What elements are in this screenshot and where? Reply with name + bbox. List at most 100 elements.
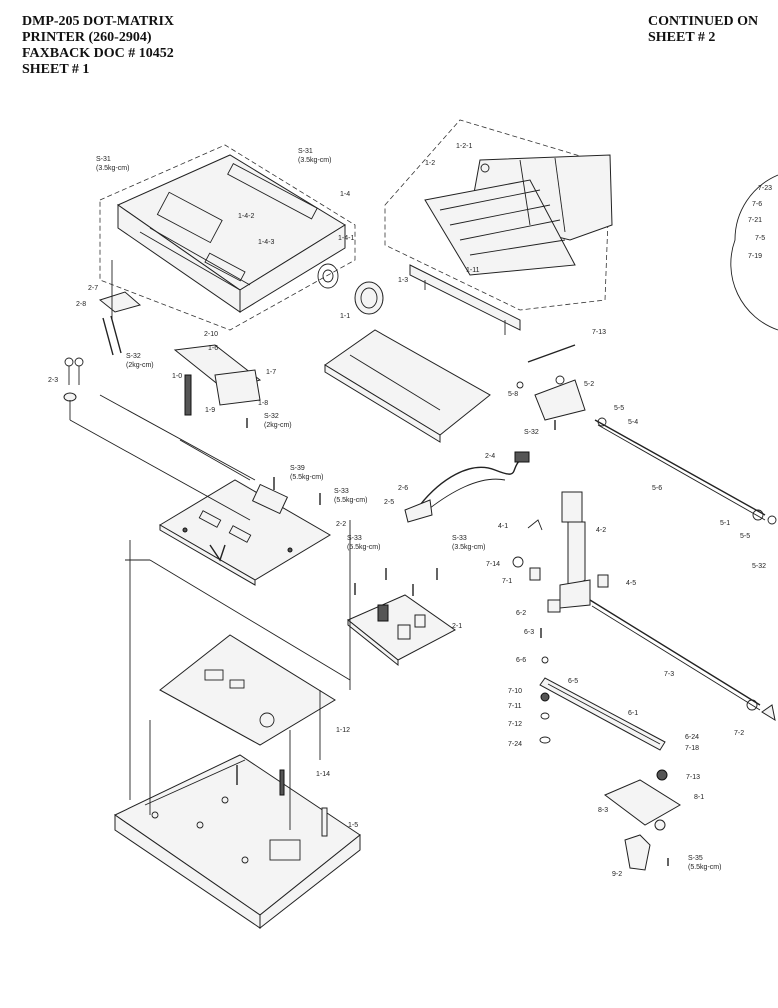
callout-5-5: 5-5 bbox=[614, 405, 624, 412]
callout-s33-psu-right-torque: (3.5kg-cm) bbox=[452, 544, 485, 551]
callout-1-3: 1-3 bbox=[398, 277, 408, 284]
callout-7-23: 7-23 bbox=[758, 185, 772, 192]
paper-guide-assembly bbox=[384, 119, 613, 311]
callout-s32-right: S-32 bbox=[524, 429, 539, 436]
callout-2-1: 2-1 bbox=[452, 623, 462, 630]
callout-6-5: 6-5 bbox=[568, 678, 578, 685]
callout-s39-torque: (5.5kg-cm) bbox=[290, 474, 323, 481]
callout-7-11: 7-11 bbox=[508, 703, 522, 710]
callout-1-6: 1-6 bbox=[208, 345, 218, 352]
continuation-line-2: SHEET # 2 bbox=[648, 30, 716, 45]
callout-1-0: 1-0 bbox=[172, 373, 182, 380]
callout-7-18: 7-18 bbox=[685, 745, 699, 752]
callout-5-6: 5-6 bbox=[652, 485, 662, 492]
carriage-shaft-assembly bbox=[512, 174, 778, 871]
callout-2-4: 2-4 bbox=[485, 453, 495, 460]
callout-s33-board-torque: (5.5kg-cm) bbox=[334, 497, 367, 504]
callout-7-2: 7-2 bbox=[734, 730, 744, 737]
callout-s31-left-torque: (3.5kg-cm) bbox=[96, 165, 129, 172]
callout-2-8: 2-8 bbox=[76, 301, 86, 308]
callout-7-13-gear: 7-13 bbox=[686, 774, 700, 781]
access-cover bbox=[324, 329, 491, 443]
title-line-sheet: SHEET # 1 bbox=[22, 62, 90, 77]
callout-7-14: 7-14 bbox=[486, 561, 500, 568]
callout-6-24: 6-24 bbox=[685, 734, 699, 741]
continuation-note: CONTINUED ON SHEET # 2 bbox=[648, 14, 758, 46]
power-cable bbox=[404, 451, 530, 523]
callout-s39: S-39 bbox=[290, 465, 305, 472]
sheet-title-block: DMP-205 DOT-MATRIX PRINTER (260-2904) FA… bbox=[22, 14, 174, 78]
callout-1-4-1: 1-4-1 bbox=[338, 235, 354, 242]
title-line-faxback: FAXBACK DOC # 10452 bbox=[22, 46, 174, 61]
bottom-case bbox=[114, 754, 361, 930]
callout-1-14: 1-14 bbox=[316, 771, 330, 778]
callout-6-3: 6-3 bbox=[524, 629, 534, 636]
assembly-leader-lines bbox=[69, 260, 351, 830]
title-line-model: DMP-205 DOT-MATRIX bbox=[22, 14, 175, 29]
callout-7-5: 7-5 bbox=[755, 235, 765, 242]
callout-1-11: 1-11 bbox=[466, 267, 480, 274]
callout-1-5: 1-5 bbox=[348, 822, 358, 829]
callout-s33-board: S-33 bbox=[334, 488, 349, 495]
callout-s33-psu-left: S-33 bbox=[347, 535, 362, 542]
callout-4-1: 4-1 bbox=[498, 523, 508, 530]
callout-7-10: 7-10 bbox=[508, 688, 522, 695]
callout-6-1: 6-1 bbox=[628, 710, 638, 717]
callout-s31-left: S-31 bbox=[96, 156, 111, 163]
callout-2-2: 2-2 bbox=[336, 521, 346, 528]
callout-1-2-1: 1-2-1 bbox=[456, 143, 472, 150]
callout-s35: S-35 bbox=[688, 855, 703, 862]
callout-7-19: 7-19 bbox=[748, 253, 762, 260]
callout-s32-left-torque: (2kg-cm) bbox=[126, 362, 154, 369]
callout-8-1: 8-1 bbox=[694, 794, 704, 801]
callout-7-1: 7-1 bbox=[502, 578, 512, 585]
control-board bbox=[159, 477, 331, 586]
callout-5-1: 5-1 bbox=[720, 520, 730, 527]
callout-s32-mid: S-32 bbox=[264, 413, 279, 420]
callout-5-32: 5-32 bbox=[752, 563, 766, 570]
callout-s33-psu-right: S-33 bbox=[452, 535, 467, 542]
callout-6-2: 6-2 bbox=[516, 610, 526, 617]
callout-1-8: 1-8 bbox=[258, 400, 268, 407]
callout-7-21: 7-21 bbox=[748, 217, 762, 224]
callout-2-7: 2-7 bbox=[88, 285, 98, 292]
callout-s31-right-torque: (3.5kg-cm) bbox=[298, 157, 331, 164]
top-cover-assembly bbox=[99, 144, 384, 331]
callout-2-3: 2-3 bbox=[48, 377, 58, 384]
left-bracket-parts bbox=[63, 291, 262, 428]
power-supply-board bbox=[347, 568, 456, 667]
callout-s31-right: S-31 bbox=[298, 148, 313, 155]
callout-s33-psu-left-torque: (5.5kg-cm) bbox=[347, 544, 380, 551]
callout-5-4: 5-4 bbox=[628, 419, 638, 426]
callout-1-12: 1-12 bbox=[336, 727, 350, 734]
callout-7-24: 7-24 bbox=[508, 741, 522, 748]
callout-4-5: 4-5 bbox=[626, 580, 636, 587]
callout-1-7: 1-7 bbox=[266, 369, 276, 376]
callout-7-12: 7-12 bbox=[508, 721, 522, 728]
callout-1-4-3: 1-4-3 bbox=[258, 239, 274, 246]
callout-9-2: 9-2 bbox=[612, 871, 622, 878]
callout-5-5-right: 5-5 bbox=[740, 533, 750, 540]
callout-7-3: 7-3 bbox=[664, 671, 674, 678]
callout-4-2: 4-2 bbox=[596, 527, 606, 534]
callout-1-2: 1-2 bbox=[425, 160, 435, 167]
part-callouts: S-31 (3.5kg-cm) S-31 (3.5kg-cm) 1-2 1-2-… bbox=[48, 143, 772, 878]
callout-5-2: 5-2 bbox=[584, 381, 594, 388]
callout-7-13-top: 7-13 bbox=[592, 329, 606, 336]
shield-plate bbox=[159, 634, 336, 746]
callout-2-5: 2-5 bbox=[384, 499, 394, 506]
paper-bail-rod bbox=[409, 264, 521, 335]
callout-s32-mid-torque: (2kg-cm) bbox=[264, 422, 292, 429]
callout-s32-left: S-32 bbox=[126, 353, 141, 360]
callout-2-6: 2-6 bbox=[398, 485, 408, 492]
callout-1-4: 1-4 bbox=[340, 191, 350, 198]
callout-1-1: 1-1 bbox=[340, 313, 350, 320]
callout-5-8: 5-8 bbox=[508, 391, 518, 398]
callout-1-4-2: 1-4-2 bbox=[238, 213, 254, 220]
callout-6-6: 6-6 bbox=[516, 657, 526, 664]
callout-2-10: 2-10 bbox=[204, 331, 218, 338]
title-line-catalog: PRINTER (260-2904) bbox=[22, 30, 152, 45]
callout-7-6: 7-6 bbox=[752, 201, 762, 208]
callout-1-9: 1-9 bbox=[205, 407, 215, 414]
